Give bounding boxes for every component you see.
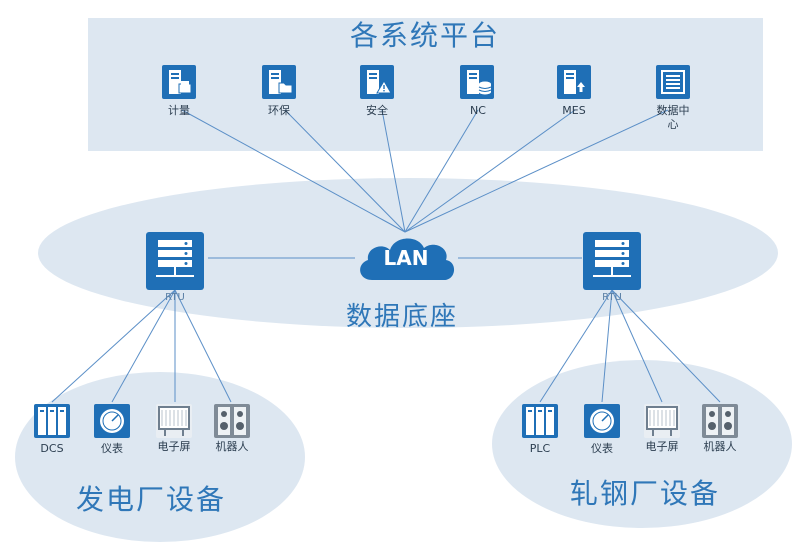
device-label-screen-left: 电子屏 xyxy=(157,440,191,453)
system-label-nc: NC xyxy=(470,104,486,117)
screen-icon[interactable] xyxy=(156,404,192,438)
data-center-icon[interactable] xyxy=(656,65,690,99)
power-plant-ellipse xyxy=(15,372,305,542)
link-rtu-dcs xyxy=(51,289,176,403)
rolling-mill-ellipse xyxy=(492,360,792,528)
gauge-icon[interactable] xyxy=(94,404,130,438)
screen-icon[interactable] xyxy=(644,404,680,438)
system-label-mes: MES xyxy=(562,104,586,117)
link-lan-datacenter xyxy=(404,109,669,233)
system-label-anquan: 安全 xyxy=(366,104,388,117)
rolling-mill-title: 轧钢厂设备 xyxy=(570,477,721,510)
gauge-icon[interactable] xyxy=(584,404,620,438)
server-warning-icon[interactable] xyxy=(360,65,394,99)
link-rtu-gauge-right xyxy=(601,289,613,403)
link-lan-jiliang xyxy=(181,109,406,233)
link-rtu-screen-right xyxy=(611,289,663,403)
server-folder-icon[interactable] xyxy=(262,65,296,99)
device-label-robot-right: 机器人 xyxy=(703,440,737,453)
system-label-datacenter: 数据中心 xyxy=(656,104,690,131)
link-lan-nc xyxy=(404,109,479,233)
device-label-gauge-right: 仪表 xyxy=(591,442,613,455)
link-lan-anquan xyxy=(381,109,406,233)
rtu-right-label: RTU xyxy=(602,292,622,303)
device-label-dcs: DCS xyxy=(40,442,64,455)
device-label-screen-right: 电子屏 xyxy=(645,440,679,453)
link-lan-mes xyxy=(404,109,576,233)
dcs-cabinet-icon[interactable] xyxy=(34,404,70,438)
link-rtu-gauge-left xyxy=(111,289,176,403)
platform-title: 各系统平台 xyxy=(350,19,501,52)
rtu-right-icon[interactable] xyxy=(583,232,641,290)
robot-icon[interactable] xyxy=(702,404,738,438)
system-label-huanbao: 环保 xyxy=(268,104,290,117)
plc-cabinet-icon[interactable] xyxy=(522,404,558,438)
link-rtu-plc xyxy=(539,289,613,403)
system-label-jiliang: 计量 xyxy=(168,104,190,117)
link-rtu-robot-left xyxy=(174,289,232,403)
server-printer-icon[interactable] xyxy=(162,65,196,99)
rtu-left-label: RTU xyxy=(165,292,185,303)
link-rtu-robot-right xyxy=(611,289,721,403)
data-base-title: 数据底座 xyxy=(346,302,459,332)
device-label-plc: PLC xyxy=(529,442,551,455)
rtu-left-icon[interactable] xyxy=(146,232,204,290)
power-plant-title: 发电厂设备 xyxy=(76,483,227,516)
server-database-icon[interactable] xyxy=(460,65,494,99)
lan-cloud-icon[interactable] xyxy=(352,230,460,288)
lan-label: LAN xyxy=(383,246,429,270)
robot-icon[interactable] xyxy=(214,404,250,438)
link-lan-huanbao xyxy=(284,109,406,233)
server-upload-icon[interactable] xyxy=(557,65,591,99)
device-label-gauge-left: 仪表 xyxy=(101,442,123,455)
platform-panel xyxy=(88,18,763,151)
device-label-robot-left: 机器人 xyxy=(215,440,249,453)
